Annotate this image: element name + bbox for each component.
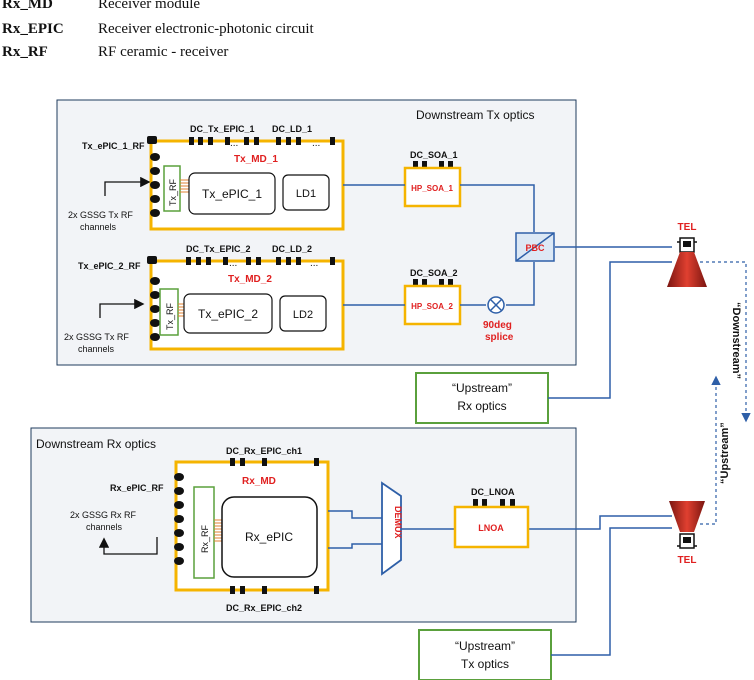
tx-md-1-dots-a: ... xyxy=(230,138,238,149)
tx-fibers xyxy=(343,184,672,306)
soa-2-dc-pads xyxy=(413,279,453,286)
rx-rf-label: Rx_RF xyxy=(200,524,210,553)
tx-md-2-dc-ld-label: DC_LD_2 xyxy=(272,244,312,254)
downstream-link-arrow xyxy=(700,261,751,423)
tel-top-label: TEL xyxy=(678,222,697,233)
legend-desc: Receiver module xyxy=(98,0,201,12)
rx-fibers xyxy=(328,510,672,549)
ld-1 xyxy=(282,174,330,211)
rx-md-dc-pads xyxy=(230,458,319,594)
upstream-label: “Upstream” xyxy=(719,422,731,484)
tx-md-1-dc-pads xyxy=(147,136,335,145)
rx-md-rf-pins xyxy=(174,473,184,565)
legend-desc: Receiver electronic-photonic circuit xyxy=(98,21,314,37)
tx-md-1-rf-pins xyxy=(150,153,160,217)
rx-channels-line1: 2x GSSG Rx RF xyxy=(70,510,137,520)
tx-md-1-wirebonds xyxy=(180,179,190,193)
ld-2-label: LD2 xyxy=(293,309,313,321)
legend-abbr: Rx_MD xyxy=(2,0,53,12)
rx-epic-label: Rx_ePIC xyxy=(245,530,293,544)
tx-md-2-dots-b: ... xyxy=(310,258,318,269)
tx-md-1-dots-b: ... xyxy=(312,138,320,149)
upstream-tx-box xyxy=(418,629,552,680)
tx-2-input-arrow xyxy=(99,298,145,318)
downstream-label: “Downstream” xyxy=(730,302,742,379)
telescope-bottom-icon xyxy=(669,501,705,549)
ld-2 xyxy=(279,295,327,332)
legend-desc: RF ceramic - receiver xyxy=(98,44,229,60)
tx-1-channels-line2: channels xyxy=(80,222,117,232)
rx-dc-ch1-label: DC_Rx_EPIC_ch1 xyxy=(226,446,302,456)
splice-label-line2: splice xyxy=(485,332,514,343)
tx-md-1-dc-epic-label: DC_Tx_EPIC_1 xyxy=(190,124,255,134)
tx-md-1-label: Tx_MD_1 xyxy=(234,154,278,165)
pbc xyxy=(515,232,555,262)
upstream-rx-line2: Rx optics xyxy=(457,399,506,413)
pbc-label: PBC xyxy=(525,243,545,253)
upstream-tx-fiber xyxy=(551,527,672,656)
soa-2-dc-label: DC_SOA_2 xyxy=(410,268,458,278)
tx-md-2-label: Tx_MD_2 xyxy=(228,274,272,285)
demux-label: DEMUX xyxy=(393,506,403,539)
tx-epic-2-label: Tx_ePIC_2 xyxy=(198,307,258,321)
tx-epic-1-label: Tx_ePIC_1 xyxy=(202,187,262,201)
telescope-top-icon xyxy=(667,237,707,287)
lnoa xyxy=(453,505,530,549)
rx-channels-line2: channels xyxy=(86,522,123,532)
upstream-rx-fiber xyxy=(548,261,672,399)
tx-2-channels-line1: 2x GSSG Tx RF xyxy=(64,332,129,342)
legend-abbr: Rx_RF xyxy=(2,44,48,60)
rx-md-label: Rx_MD xyxy=(242,476,276,487)
soa-1 xyxy=(403,166,462,208)
upstream-tx-line2: Tx optics xyxy=(461,657,509,671)
rx-port-label: Rx_ePIC_RF xyxy=(110,483,164,493)
rx-output-arrow xyxy=(98,537,158,555)
soa-1-dc-label: DC_SOA_1 xyxy=(410,150,458,160)
lnoa-label: LNOA xyxy=(478,523,504,533)
upstream-rx-line1: “Upstream” xyxy=(452,381,512,395)
legend-abbr: Rx_EPIC xyxy=(2,21,64,37)
splice-icon xyxy=(487,296,505,314)
tx-panel-title: Downstream Tx optics xyxy=(416,108,534,122)
lnoa-dc-pads xyxy=(473,499,515,506)
ld-1-label: LD1 xyxy=(296,188,316,200)
tx-md-2-rf-pins xyxy=(150,277,160,341)
soa-2-label: HP_SOA_2 xyxy=(411,302,453,311)
tx-md-2-port-label: Tx_ePIC_2_RF xyxy=(78,261,141,271)
rx-dc-ch2-label: DC_Rx_EPIC_ch2 xyxy=(226,603,302,613)
tx-md-2-dots-a: ... xyxy=(229,258,237,269)
tx-1-input-arrow xyxy=(104,176,151,196)
soa-1-dc-pads xyxy=(413,161,453,168)
tx-md-1-dc-ld-label: DC_LD_1 xyxy=(272,124,312,134)
tx-epic-2 xyxy=(183,293,273,334)
tx-md-1-rf-label: Tx_RF xyxy=(168,178,178,206)
tx-md-2-dc-pads xyxy=(147,256,335,265)
tx-epic-1 xyxy=(188,172,276,215)
tx-2-channels-line2: channels xyxy=(78,344,115,354)
rx-epic xyxy=(221,496,318,578)
tx-md-2-rf-ceramic xyxy=(159,288,179,336)
lnoa-dc-label: DC_LNOA xyxy=(471,487,515,497)
upstream-tx-line1: “Upstream” xyxy=(455,639,515,653)
splice-label-line1: 90deg xyxy=(483,320,512,331)
tx-md-2-dc-epic-label: DC_Tx_EPIC_2 xyxy=(186,244,251,254)
tx-md-1-port-label: Tx_ePIC_1_RF xyxy=(82,141,145,151)
soa-1-label: HP_SOA_1 xyxy=(411,184,453,193)
tel-bottom-label: TEL xyxy=(678,555,697,566)
tx-md-2-rf-label: Tx_RF xyxy=(165,302,175,330)
tx-1-channels-line1: 2x GSSG Tx RF xyxy=(68,210,133,220)
rx-panel-title: Downstream Rx optics xyxy=(36,437,156,451)
